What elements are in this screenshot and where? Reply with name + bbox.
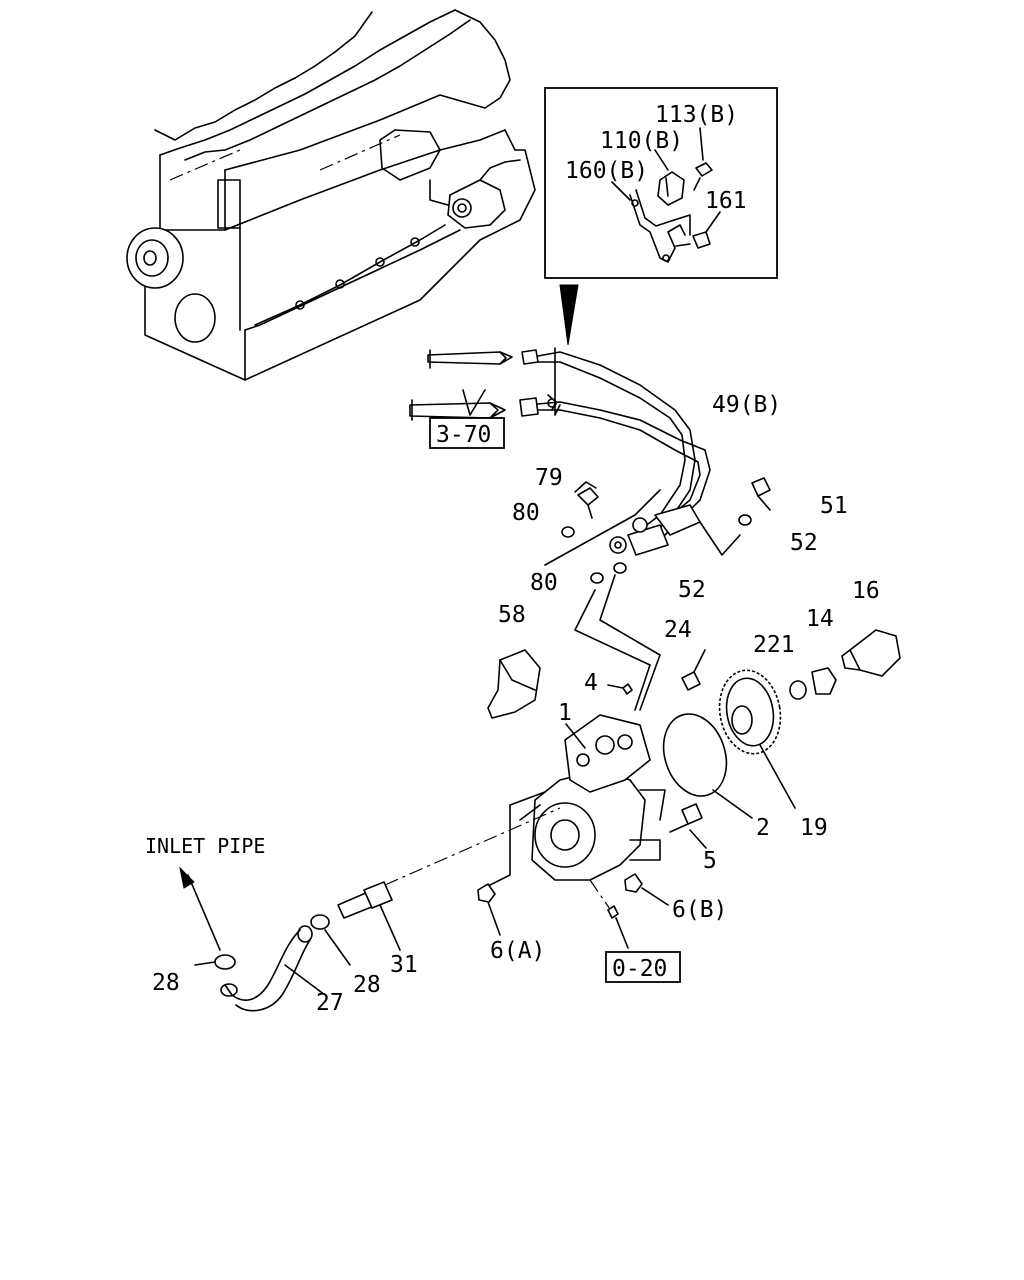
washer-52b: [613, 562, 627, 574]
clamp-28-lower: [214, 954, 236, 970]
label-14: 14: [806, 606, 834, 632]
callout-line-52: [699, 521, 741, 556]
dash-31: [384, 807, 561, 886]
label-31: 31: [390, 952, 418, 978]
label-221: 221: [753, 632, 795, 658]
nut-6b: [624, 873, 643, 893]
callout-line-52b: [599, 574, 661, 711]
label-28-left: 28: [152, 970, 180, 996]
nut-6a: [477, 883, 496, 903]
label-110b: 110(B): [600, 128, 683, 154]
label-6a: 6(A): [490, 938, 545, 964]
hose-27: [220, 925, 326, 1012]
washer-80a: [561, 526, 575, 538]
label-6b: 6(B): [672, 897, 727, 923]
label-80-upper: 80: [512, 500, 540, 526]
bolt-79: [574, 481, 599, 519]
o-ring-2: [662, 713, 728, 797]
label-79: 79: [535, 465, 563, 491]
label-51: 51: [820, 493, 848, 519]
callout-line-80: [574, 589, 651, 711]
bolt-24: [681, 671, 701, 691]
label-19: 19: [800, 815, 828, 841]
ref-box-3-70: [429, 417, 505, 449]
inset-bracket-detail: [544, 87, 778, 279]
pin-0-20: [607, 905, 619, 919]
gear-19: [718, 669, 796, 809]
ref-box-0-20: [605, 951, 681, 983]
nut-14: [811, 667, 837, 695]
dash-0-20: [589, 879, 613, 913]
label-80-lower: 80: [530, 570, 558, 596]
label-4: 4: [584, 670, 598, 696]
fuel-pipe-49b: [519, 347, 711, 556]
washer-221: [789, 680, 807, 700]
label-49b: 49(B): [712, 392, 781, 418]
injectors: [409, 349, 513, 421]
label-58: 58: [498, 602, 526, 628]
label-27: 27: [316, 990, 344, 1016]
washer-80b: [590, 572, 604, 584]
label-1: 1: [558, 700, 572, 726]
label-28-right: 28: [353, 972, 381, 998]
label-16: 16: [852, 578, 880, 604]
label-160b: 160(B): [565, 158, 648, 184]
label-52-lower: 52: [678, 577, 706, 603]
bolt-51: [751, 477, 771, 511]
ref-3-70: 3-70: [436, 422, 491, 448]
label-161: 161: [705, 188, 747, 214]
ref-0-20: 0-20: [612, 956, 667, 982]
inlet-connector-31: [337, 881, 401, 951]
pin-4: [622, 683, 633, 695]
label-113b: 113(B): [655, 102, 738, 128]
bracket-58: [487, 649, 541, 719]
label-24: 24: [664, 617, 692, 643]
sensor-16: [841, 629, 901, 677]
washer-52a: [738, 514, 752, 526]
label-52-upper: 52: [790, 530, 818, 556]
clamp-28-upper: [310, 914, 330, 930]
label-2: 2: [756, 815, 770, 841]
dash-bracket: [489, 791, 546, 886]
inset-arrow: [559, 284, 579, 346]
supply-pump-1: [519, 714, 666, 881]
label-inlet-pipe: INLET PIPE: [145, 834, 265, 858]
label-5: 5: [703, 848, 717, 874]
bolt-5: [681, 803, 703, 825]
callout-line-49: [544, 489, 661, 566]
engine-block: [126, 9, 536, 381]
